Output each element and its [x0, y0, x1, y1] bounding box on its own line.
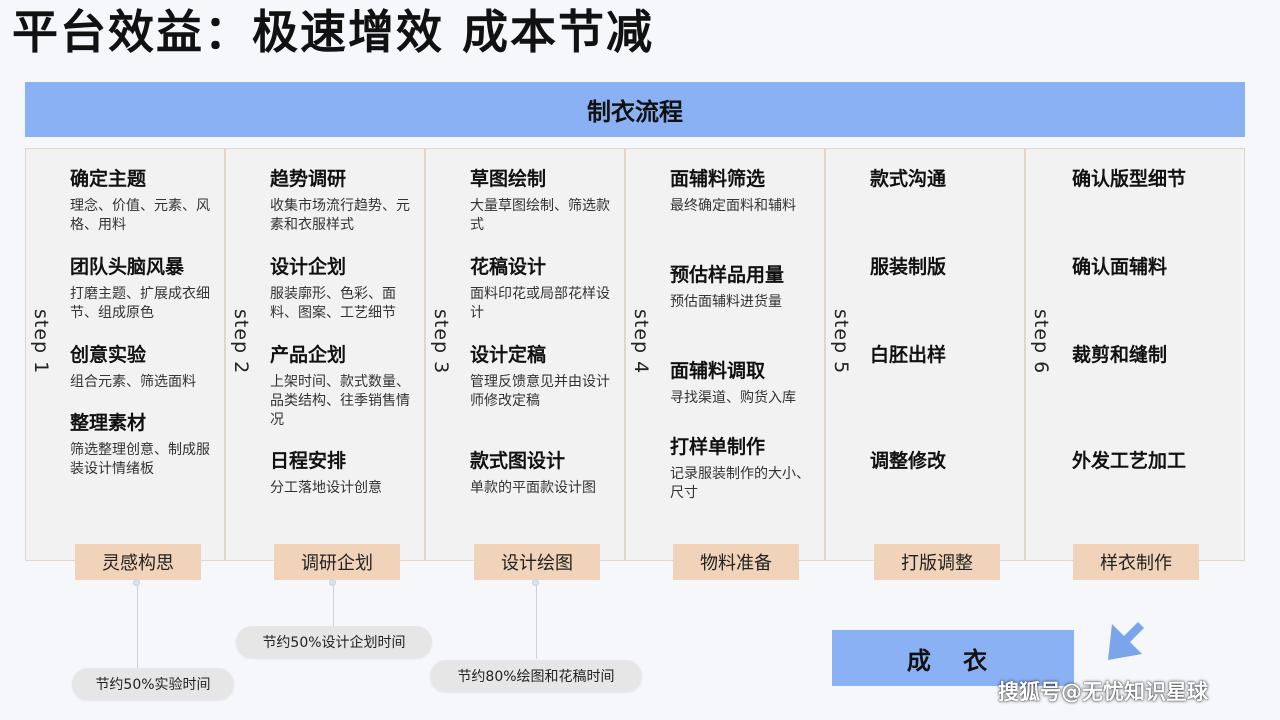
step-item: 草图绘制 大量草图绘制、筛选款式 [470, 167, 622, 235]
item-desc: 大量草图绘制、筛选款式 [470, 198, 610, 233]
phase-label-5: 打版调整 [874, 544, 1000, 580]
page-title: 平台效益：极速增效 成本节减 [12, 5, 655, 59]
item-desc: 记录服装制作的大小、尺寸 [670, 466, 810, 501]
item-title: 确认面辅料 [1072, 256, 1168, 278]
step-item: 款式图设计 单款的平面款设计图 [470, 449, 622, 498]
connector-dot [532, 579, 539, 586]
step-item: 白胚出样 [870, 343, 1022, 367]
item-desc: 理念、价值、元素、风格、用料 [70, 198, 210, 233]
step-column-2: step 2 趋势调研 收集市场流行趋势、元素和衣服样式 设计企划 服装廓形、色… [225, 149, 425, 561]
step-label: step 3 [430, 309, 452, 375]
savings-pill-planning: 节约50%设计企划时间 [236, 626, 432, 658]
item-desc: 打磨主题、扩展成衣细节、组成原色 [70, 286, 210, 321]
step-item: 日程安排 分工落地设计创意 [270, 449, 422, 498]
step-item: 确认面辅料 [1072, 255, 1242, 279]
item-desc: 筛选整理创意、制成服装设计情绪板 [70, 442, 210, 477]
phase-label-4: 物料准备 [673, 544, 799, 580]
item-title: 趋势调研 [270, 168, 347, 190]
step-item: 外发工艺加工 [1072, 449, 1242, 473]
connector-dot [329, 579, 336, 586]
step-column-1: step 1 确定主题 理念、价值、元素、风格、用料 团队头脑风暴 打磨主题、扩… [25, 149, 225, 561]
item-title: 白胚出样 [870, 344, 947, 366]
phase-label-6: 样衣制作 [1073, 544, 1199, 580]
step-item: 确定主题 理念、价值、元素、风格、用料 [70, 167, 222, 235]
step-item: 裁剪和缝制 [1072, 343, 1242, 367]
item-desc: 最终确定面料和辅料 [670, 198, 796, 214]
step-label: step 6 [1030, 309, 1052, 375]
step-column-3: step 3 草图绘制 大量草图绘制、筛选款式 花稿设计 面料印花或局部花样设计… [425, 149, 625, 561]
item-title: 花稿设计 [470, 256, 547, 278]
item-desc: 单款的平面款设计图 [470, 480, 596, 496]
step-item: 确认版型细节 [1072, 167, 1242, 191]
step-column-5: step 5 款式沟通 服装制版 白胚出样 调整修改 [825, 149, 1025, 561]
steps-container: step 1 确定主题 理念、价值、元素、风格、用料 团队头脑风暴 打磨主题、扩… [25, 148, 1245, 561]
step-item: 预估样品用量 预估面辅料进货量 [670, 263, 822, 312]
step-label: step 1 [30, 309, 52, 375]
item-title: 整理素材 [70, 412, 147, 434]
step-item: 调整修改 [870, 449, 1022, 473]
item-title: 款式图设计 [470, 450, 566, 472]
item-title: 打样单制作 [670, 436, 766, 458]
item-desc: 上架时间、款式数量、品类结构、往季销售情况 [270, 374, 410, 428]
connector-line [137, 583, 138, 669]
phase-label-1: 灵感构思 [75, 544, 201, 580]
step-label: step 2 [230, 309, 252, 375]
step-item: 趋势调研 收集市场流行趋势、元素和衣服样式 [270, 167, 422, 235]
step-item: 创意实验 组合元素、筛选面料 [70, 343, 222, 392]
item-title: 设计定稿 [470, 344, 547, 366]
step-label: step 5 [830, 309, 852, 375]
step-item: 设计定稿 管理反馈意见并由设计师修改定稿 [470, 343, 622, 411]
item-title: 款式沟通 [870, 168, 947, 190]
item-title: 团队头脑风暴 [70, 256, 185, 278]
item-title: 草图绘制 [470, 168, 547, 190]
item-title: 产品企划 [270, 344, 347, 366]
phase-label-2: 调研企划 [274, 544, 400, 580]
item-title: 面辅料调取 [670, 360, 766, 382]
phase-label-3: 设计绘图 [474, 544, 600, 580]
step-item: 团队头脑风暴 打磨主题、扩展成衣细节、组成原色 [70, 255, 222, 323]
item-title: 日程安排 [270, 450, 347, 472]
step-item: 面辅料调取 寻找渠道、购货入库 [670, 359, 822, 408]
step-item: 服装制版 [870, 255, 1022, 279]
item-desc: 服装廓形、色彩、面料、图案、工艺细节 [270, 286, 396, 321]
item-title: 服装制版 [870, 256, 947, 278]
item-title: 设计企划 [270, 256, 347, 278]
connector-line [536, 583, 537, 659]
item-desc: 分工落地设计创意 [270, 480, 382, 496]
final-product-box: 成 衣 [832, 630, 1074, 686]
item-title: 外发工艺加工 [1072, 450, 1187, 472]
step-label: step 4 [630, 309, 652, 375]
item-desc: 面料印花或局部花样设计 [470, 286, 610, 321]
savings-pill-experiment: 节约50%实验时间 [72, 668, 234, 700]
step-column-6: step 6 确认版型细节 确认面辅料 裁剪和缝制 外发工艺加工 [1025, 149, 1245, 561]
item-title: 裁剪和缝制 [1072, 344, 1168, 366]
step-item: 花稿设计 面料印花或局部花样设计 [470, 255, 622, 323]
process-banner: 制衣流程 [25, 82, 1245, 137]
item-title: 调整修改 [870, 450, 947, 472]
step-item: 整理素材 筛选整理创意、制成服装设计情绪板 [70, 411, 222, 479]
item-desc: 寻找渠道、购货入库 [670, 390, 796, 406]
item-title: 创意实验 [70, 344, 147, 366]
item-title: 确认版型细节 [1072, 168, 1187, 190]
step-item: 产品企划 上架时间、款式数量、品类结构、往季销售情况 [270, 343, 422, 430]
step-item: 打样单制作 记录服装制作的大小、尺寸 [670, 435, 822, 503]
item-title: 预估样品用量 [670, 264, 785, 286]
savings-pill-drawing: 节约80%绘图和花稿时间 [430, 660, 642, 692]
item-desc: 预估面辅料进货量 [670, 294, 782, 310]
step-item: 款式沟通 [870, 167, 1022, 191]
connector-dot [133, 579, 140, 586]
step-item: 设计企划 服装廓形、色彩、面料、图案、工艺细节 [270, 255, 422, 323]
arrow-down-left-icon [1108, 622, 1144, 660]
connector-line [333, 583, 334, 627]
item-desc: 组合元素、筛选面料 [70, 374, 196, 390]
item-desc: 收集市场流行趋势、元素和衣服样式 [270, 198, 410, 233]
item-title: 确定主题 [70, 168, 147, 190]
watermark: 搜狐号@无忧知识星球 [998, 680, 1208, 704]
step-column-4: step 4 面辅料筛选 最终确定面料和辅料 预估样品用量 预估面辅料进货量 面… [625, 149, 825, 561]
step-item: 面辅料筛选 最终确定面料和辅料 [670, 167, 822, 216]
item-title: 面辅料筛选 [670, 168, 766, 190]
item-desc: 管理反馈意见并由设计师修改定稿 [470, 374, 610, 409]
